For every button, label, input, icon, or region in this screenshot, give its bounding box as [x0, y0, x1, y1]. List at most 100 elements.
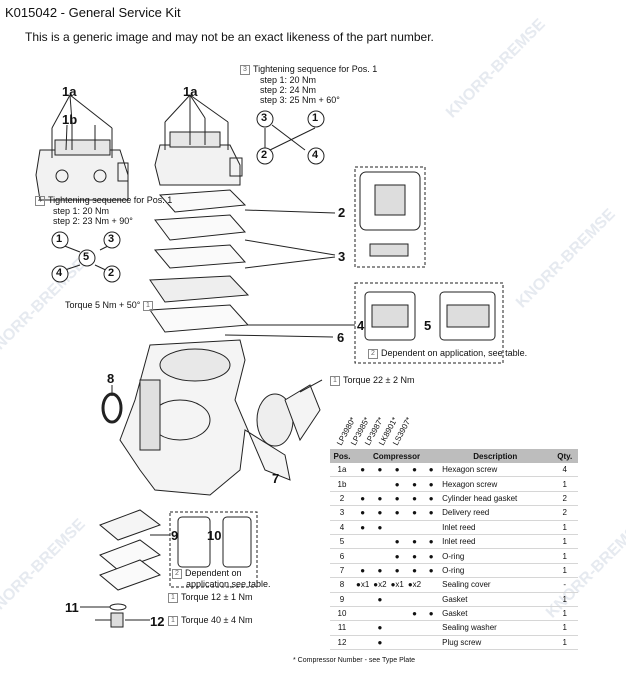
cell-compressor-mark: ●: [423, 476, 440, 492]
cell-qty: -: [551, 577, 578, 593]
cell-pos: 9: [330, 592, 354, 607]
cell-pos: 11: [330, 620, 354, 636]
cell-compressor-mark: ●: [423, 505, 440, 521]
torque-text: Torque 22 ± 2 Nm: [343, 375, 415, 385]
cell-description: O-ring: [439, 548, 552, 564]
cell-compressor-mark: ●: [354, 491, 372, 507]
cell-compressor-mark: ●: [405, 476, 424, 492]
ref-box: 4: [35, 195, 45, 206]
seq-circle-left-2: 3: [108, 233, 115, 245]
torque-callout-5nm: Torque 5 Nm + 50° 1: [65, 300, 156, 311]
cell-compressor-mark: [405, 592, 424, 607]
cell-compressor-mark: ●x1: [388, 577, 406, 593]
cell-compressor-mark: [388, 620, 406, 636]
cell-compressor-mark: [371, 476, 389, 492]
cell-compressor-mark: [423, 520, 440, 535]
cell-pos: 6: [330, 548, 354, 564]
header-pos: Pos.: [330, 449, 354, 463]
cell-qty: 1: [551, 520, 578, 535]
cell-compressor-mark: ●: [354, 520, 372, 535]
cell-compressor-mark: [354, 620, 372, 636]
ref-box: 1: [330, 375, 340, 386]
cell-qty: 4: [551, 463, 578, 478]
cell-qty: 1: [551, 476, 578, 492]
cell-description: O-ring: [439, 563, 552, 579]
cell-compressor-mark: [371, 534, 389, 550]
tightening-step: step 2: 23 Nm + 90°: [53, 215, 133, 226]
cell-pos: 1a: [330, 463, 354, 478]
cell-qty: 1: [551, 635, 578, 651]
cell-compressor-mark: [388, 520, 406, 535]
cell-compressor-mark: [405, 620, 424, 636]
tightening-step: step 1: 20 Nm: [53, 205, 110, 216]
cell-compressor-mark: [371, 606, 389, 622]
cell-compressor-mark: ●: [371, 505, 389, 521]
cell-compressor-mark: ●: [354, 463, 372, 478]
cell-compressor-mark: ●: [388, 505, 406, 521]
cell-pos: 1b: [330, 476, 354, 492]
cell-compressor-mark: ●: [423, 463, 440, 478]
torque-text: Torque 40 ± 4 Nm: [181, 615, 253, 625]
cell-pos: 3: [330, 505, 354, 521]
ref-box: 3: [240, 64, 250, 75]
label-11: 11: [65, 600, 79, 615]
ref-box: 2: [368, 348, 378, 359]
seq-circle-left-3: 5: [83, 251, 90, 263]
header-compressor: Compressor: [354, 449, 440, 463]
seq-circle-left-1: 1: [56, 233, 63, 245]
cell-compressor-mark: [405, 520, 424, 535]
seq-circle-top-4: 4: [312, 149, 319, 161]
label-4: 4: [357, 318, 365, 333]
tightening-title: Tightening sequence for Pos. 1: [48, 195, 173, 205]
cell-description: Hexagon screw: [439, 463, 552, 478]
cell-description: Gasket: [439, 592, 552, 607]
cell-compressor-mark: ●x2: [371, 577, 389, 593]
dependent-text: application,see table.: [186, 578, 271, 589]
torque-text: Torque 5 Nm + 50°: [65, 300, 141, 310]
page-title: K015042 - General Service Kit: [5, 5, 181, 20]
label-1a-right: 1a: [183, 84, 198, 99]
cell-compressor-mark: ●: [371, 463, 389, 478]
cell-compressor-mark: [423, 635, 440, 651]
label-2: 2: [338, 205, 346, 220]
cell-qty: 1: [551, 563, 578, 579]
cell-pos: 4: [330, 520, 354, 535]
parts-table: Pos. Compressor Description Qty. 1a●●●●●…: [330, 449, 578, 651]
cell-compressor-mark: [354, 534, 372, 550]
cell-compressor-mark: ●: [405, 505, 424, 521]
ref-box: 1: [168, 615, 178, 626]
cell-compressor-mark: [388, 635, 406, 651]
cell-qty: 2: [551, 505, 578, 521]
crankcase: [119, 339, 291, 496]
cylinder-head-left: [35, 94, 129, 201]
cell-compressor-mark: [354, 592, 372, 607]
cell-compressor-mark: [354, 548, 372, 564]
seq-circle-left-4: 4: [56, 267, 63, 279]
cell-compressor-mark: ●: [371, 635, 389, 651]
label-8: 8: [107, 371, 115, 386]
cell-pos: 5: [330, 534, 354, 550]
cell-compressor-mark: ●: [388, 463, 406, 478]
cell-compressor-mark: [354, 606, 372, 622]
cell-compressor-mark: [371, 548, 389, 564]
cell-compressor-mark: [423, 620, 440, 636]
cell-qty: 1: [551, 534, 578, 550]
label-1b: 1b: [62, 112, 78, 127]
cell-compressor-mark: ●: [371, 620, 389, 636]
cell-compressor-mark: ●: [388, 548, 406, 564]
cell-compressor-mark: ●: [405, 548, 424, 564]
